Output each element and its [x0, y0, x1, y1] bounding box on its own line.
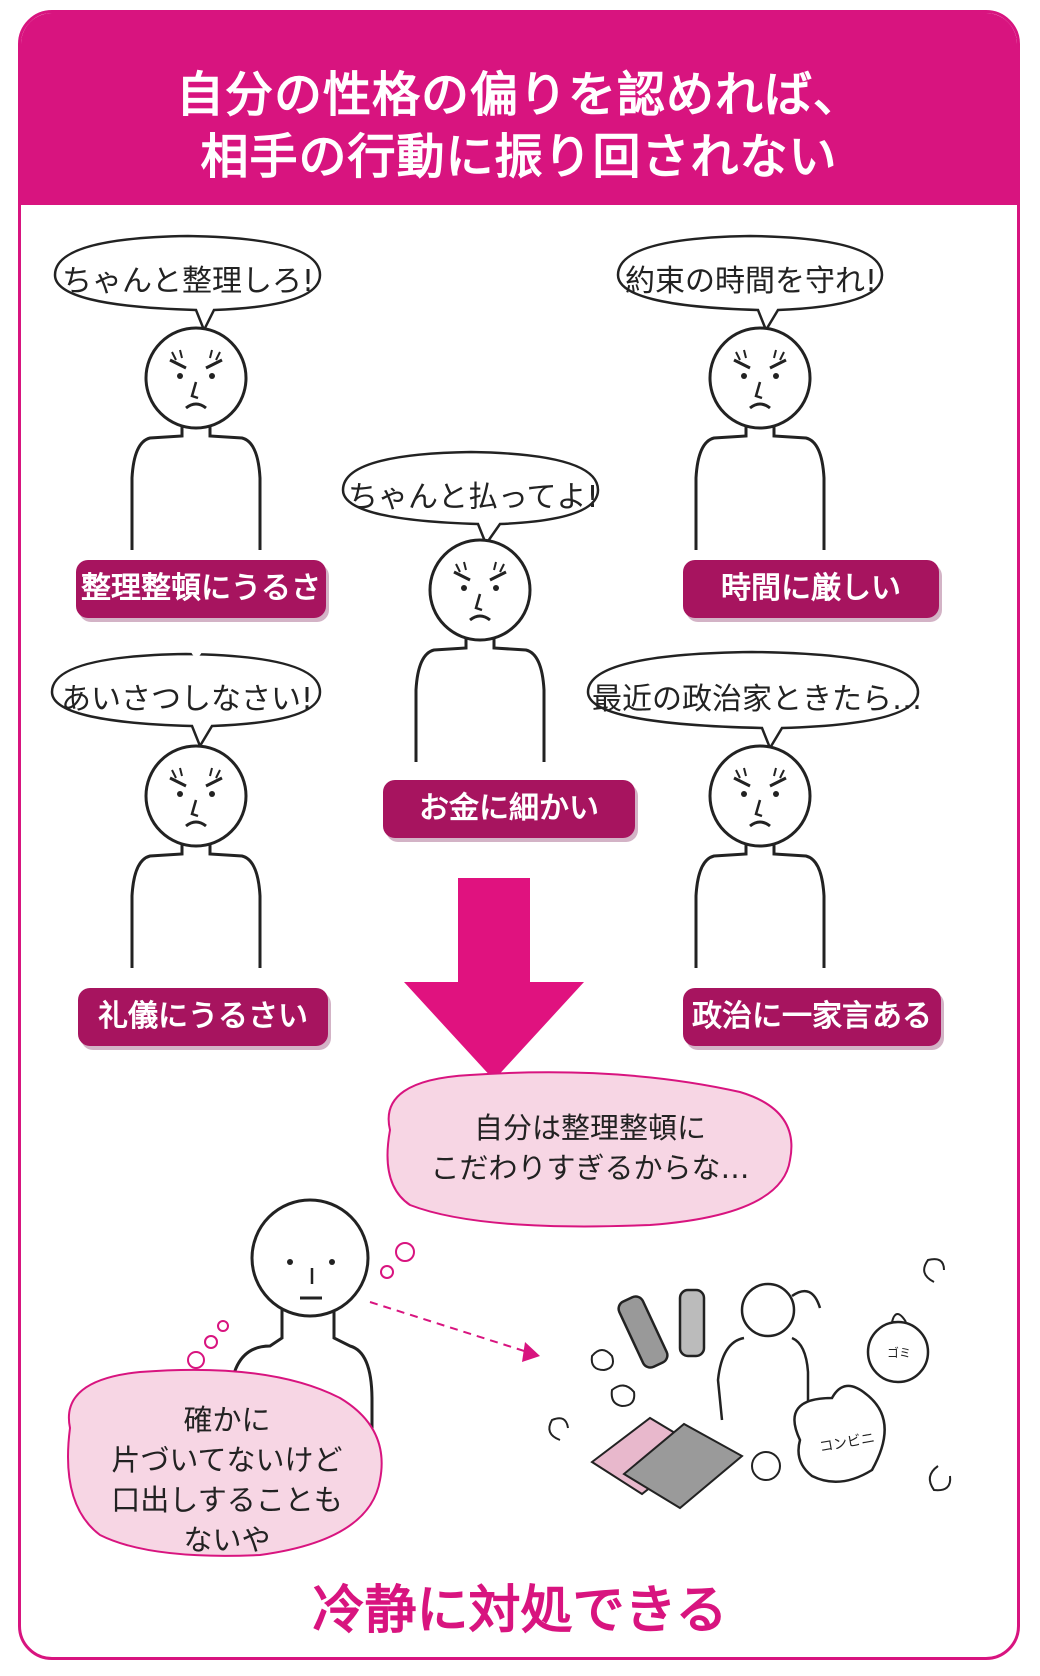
trait-tag-5: 政治に一家言ある [683, 988, 941, 1046]
dashed-arrow-head-icon [522, 1342, 540, 1362]
angry-person-2 [694, 326, 826, 552]
messy-room-illustration [548, 1258, 952, 1510]
angry-person-5 [694, 744, 826, 970]
calm-person [228, 1198, 374, 1470]
speech-text-1: ちゃんと整理しろ! [61, 264, 315, 299]
thought-bubble-bottom [67, 1368, 383, 1557]
thought-bottom-line-2: 片づいてないけど [111, 1443, 343, 1477]
crumpled-paper-icon [590, 1349, 614, 1372]
trait-tag-1: 整理整頓にうるさい [76, 560, 326, 664]
thought-bottom-line-1: 確かに [183, 1403, 271, 1437]
crumpled-paper-icon [610, 1384, 636, 1408]
angry-person-4 [130, 744, 262, 970]
crumpled-paper-icon [751, 1451, 781, 1481]
bottle-icon [678, 1288, 706, 1358]
trash-bag-knot [891, 1313, 907, 1323]
thought-dot [217, 1320, 229, 1332]
messy-person-arm [791, 1289, 822, 1309]
person-3-group [341, 450, 600, 764]
bottle-icon [617, 1295, 669, 1369]
swirl-icon [928, 1465, 952, 1492]
speech-text-4: あいさつしなさい! [60, 682, 314, 717]
messy-person-head [740, 1282, 796, 1338]
convenience-bag-icon [793, 1384, 886, 1483]
speech-text-2: 約束の時間を守れ! [624, 264, 878, 299]
magazine-icon [622, 1422, 744, 1510]
trash-label: ゴミ [886, 1346, 911, 1360]
person-5-group [586, 650, 920, 970]
trash-bag-icon [866, 1320, 930, 1384]
swirl-icon [548, 1417, 569, 1441]
speech-bubble-1 [53, 234, 322, 334]
person-1-group [53, 234, 322, 552]
down-arrow-icon [404, 878, 584, 1080]
thought-bubble-top [386, 1071, 793, 1228]
swirl-icon [923, 1258, 945, 1283]
thought-bottom-line-4: ないや [183, 1523, 271, 1557]
speech-bubble-4 [50, 652, 322, 749]
speech-text-3: ちゃんと払ってよ! [348, 480, 599, 515]
speech-bubble-3 [341, 450, 600, 547]
thought-dot [187, 1351, 205, 1369]
messy-person-body [716, 1336, 810, 1421]
person-4-group [50, 652, 322, 970]
person-2-group [616, 234, 884, 552]
thought-dot [204, 1335, 218, 1349]
thought-bottom-line-3: 口出しすることも [111, 1483, 343, 1517]
thought-dot [380, 1265, 394, 1279]
thought-dot [395, 1242, 415, 1262]
header-banner: 自分の性格の偏りを認めれば、 相手の行動に振り回されない [21, 13, 1017, 205]
header-title-line-1: 自分の性格の偏りを認めれば、 [175, 67, 862, 123]
conclusion-text: 冷静に対処できる [312, 1581, 728, 1641]
header-title-line-2: 相手の行動に振り回されない [200, 129, 838, 185]
angry-person-1 [130, 326, 262, 552]
speech-text-5: 最近の政治家ときたら… [592, 682, 922, 717]
speech-bubble-5 [586, 650, 920, 751]
trait-tag-2: 時間に厳しい [683, 560, 939, 618]
trait-tag-4: 礼儀にうるさい [78, 988, 328, 1046]
trait-tag-3: お金に細かい [383, 780, 635, 838]
speech-bubble-2 [616, 234, 884, 333]
thought-top-line-2: こだわりすぎるからな… [430, 1151, 750, 1185]
angry-person-3 [414, 538, 546, 764]
thought-top-line-1: 自分は整理整頓に [473, 1111, 706, 1145]
dashed-pointer-arrow [369, 1301, 541, 1357]
